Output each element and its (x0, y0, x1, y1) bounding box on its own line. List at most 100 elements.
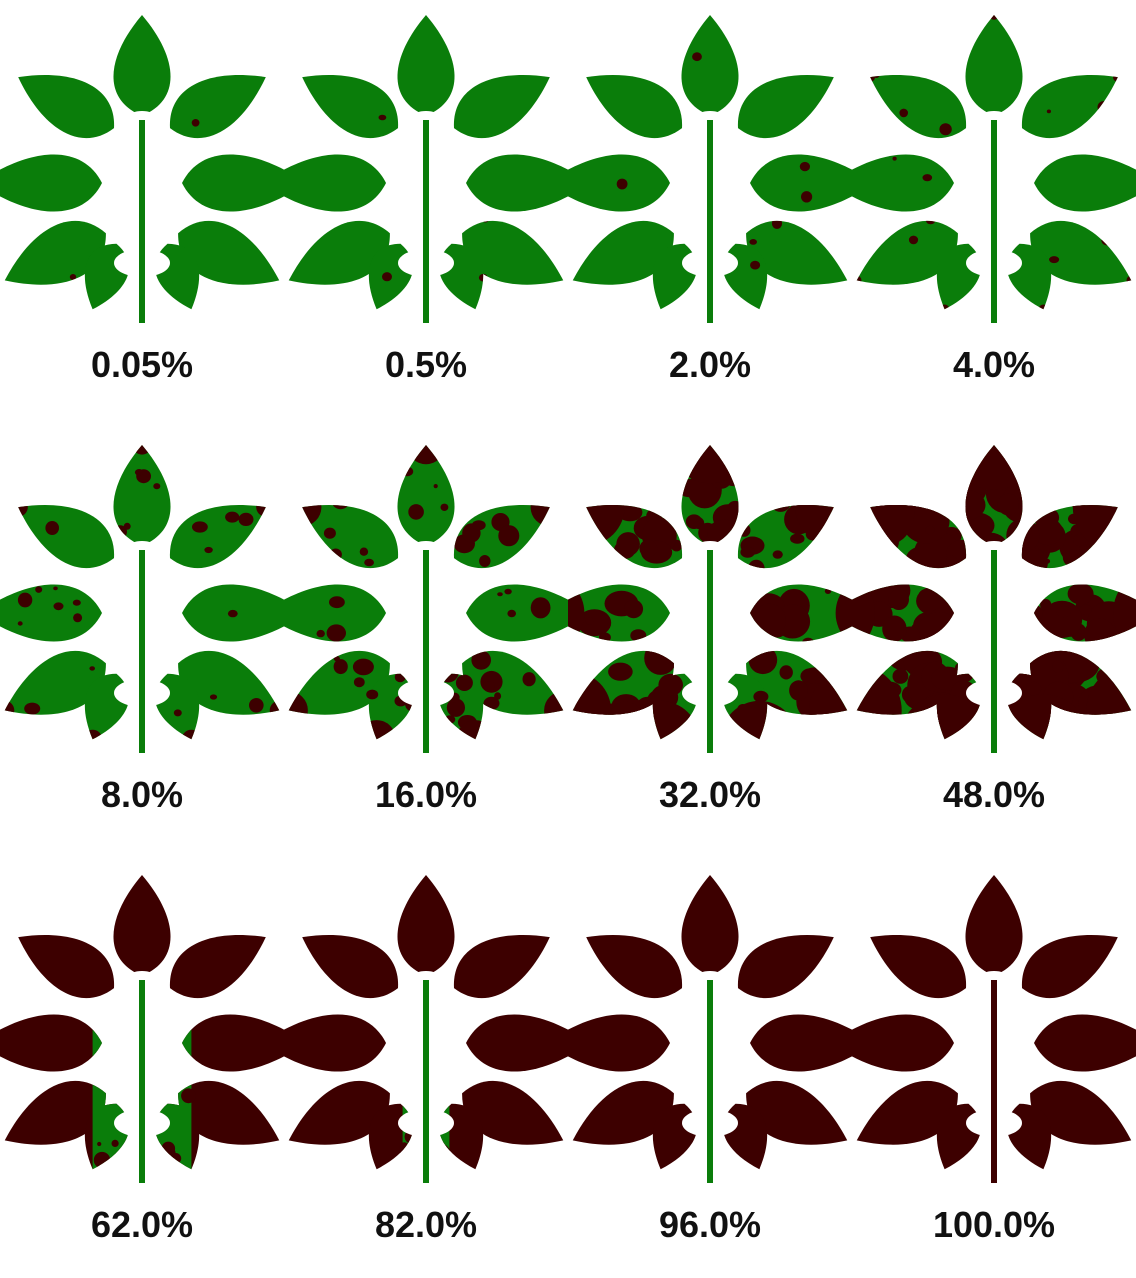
severity-label: 48.0% (852, 775, 1136, 815)
necrotic-tip (407, 435, 445, 464)
lesion (1080, 605, 1092, 615)
necrotic-tip (865, 72, 875, 82)
lesion (360, 548, 368, 556)
leaflet (857, 913, 978, 1012)
lesion (926, 216, 936, 224)
lesion (401, 467, 413, 477)
lesion (923, 174, 933, 181)
lesion (1028, 598, 1037, 606)
necrotic-tip (531, 488, 568, 526)
severity-label: 8.0% (0, 775, 284, 815)
lesion (73, 613, 82, 622)
leaflet (681, 15, 738, 116)
leaflet (157, 53, 278, 152)
lesion (35, 586, 42, 593)
lesion (170, 1019, 186, 1035)
lesion (91, 1061, 102, 1072)
lesion (479, 274, 488, 282)
lesion (753, 604, 786, 637)
lesion (658, 674, 683, 696)
leaflet (113, 15, 170, 116)
lesion (740, 547, 755, 558)
lesion (435, 1161, 451, 1177)
lesion (1069, 550, 1076, 557)
lesion (437, 1141, 445, 1149)
severity-label: 4.0% (852, 345, 1136, 385)
leaflet (157, 483, 278, 582)
leaflet (1009, 53, 1130, 152)
necrotic-tip (1127, 276, 1136, 286)
lesion (616, 532, 640, 556)
lesion (174, 709, 182, 716)
lesion (1098, 101, 1110, 113)
lesion (434, 1099, 441, 1106)
lesion (93, 1170, 112, 1189)
lesion (112, 1140, 119, 1147)
lesion (1068, 583, 1094, 604)
lesion (771, 495, 791, 512)
leaflet (5, 913, 126, 1012)
compound-leaf-icon (0, 435, 284, 765)
leaflet (289, 913, 410, 1012)
lesion (366, 690, 378, 700)
severity-label: 0.5% (284, 345, 568, 385)
lesion (790, 534, 804, 544)
lesion (416, 1153, 422, 1159)
severity-level-7: 32.0% (568, 435, 852, 848)
leaflet (1009, 913, 1130, 1012)
lesion (403, 1149, 419, 1165)
necrotic-tip (989, 10, 999, 20)
lesion (611, 702, 641, 729)
lesion (1044, 559, 1050, 564)
leaflet (965, 15, 1022, 116)
lesion (737, 234, 744, 240)
lesion (225, 512, 239, 523)
compound-leaf-icon (284, 5, 568, 335)
lesion (161, 1170, 166, 1175)
lesion (482, 216, 489, 222)
lesion (18, 621, 23, 625)
severity-label: 62.0% (0, 1205, 284, 1245)
leaflet (750, 154, 852, 211)
leaflet (573, 913, 694, 1012)
leaflet (0, 1014, 102, 1071)
severity-level-9: 62.0% (0, 865, 284, 1278)
lesion (353, 659, 374, 676)
lesion (889, 589, 909, 610)
necrotic-tip (357, 720, 395, 758)
lesion (899, 109, 908, 118)
severity-scale-grid: 0.05%0.5%2.0%4.0%8.0%16.0%32.0%48.0%62.0… (0, 0, 1136, 1241)
leaflet (681, 875, 738, 976)
lesion (925, 526, 934, 535)
lesion (109, 1095, 117, 1103)
lesion (445, 715, 456, 723)
lesion (497, 592, 503, 596)
leaflet (0, 154, 102, 211)
lesion (471, 651, 491, 670)
necrotic-tip (456, 720, 494, 758)
lesion (53, 587, 58, 591)
lesion (1101, 236, 1114, 246)
lesion (324, 528, 336, 539)
lesion (327, 624, 346, 641)
leaflet (965, 875, 1022, 976)
leaflet (441, 53, 562, 152)
lesion (686, 514, 702, 529)
lesion (439, 1055, 445, 1061)
lesion (228, 610, 238, 617)
lesion (437, 660, 459, 683)
lesion (531, 597, 551, 618)
compound-leaf-icon (0, 865, 284, 1195)
lesion (789, 680, 808, 700)
compound-leaf-icon (852, 435, 1136, 765)
lesion (891, 493, 903, 501)
compound-leaf-icon (284, 435, 568, 765)
lesion (1026, 682, 1041, 695)
lesion (334, 659, 348, 674)
lesion (144, 1148, 163, 1167)
lesion (115, 1057, 125, 1067)
lesion (364, 559, 374, 567)
severity-level-11: 96.0% (568, 865, 852, 1278)
lesion (410, 1150, 415, 1155)
leaflet (284, 154, 386, 211)
